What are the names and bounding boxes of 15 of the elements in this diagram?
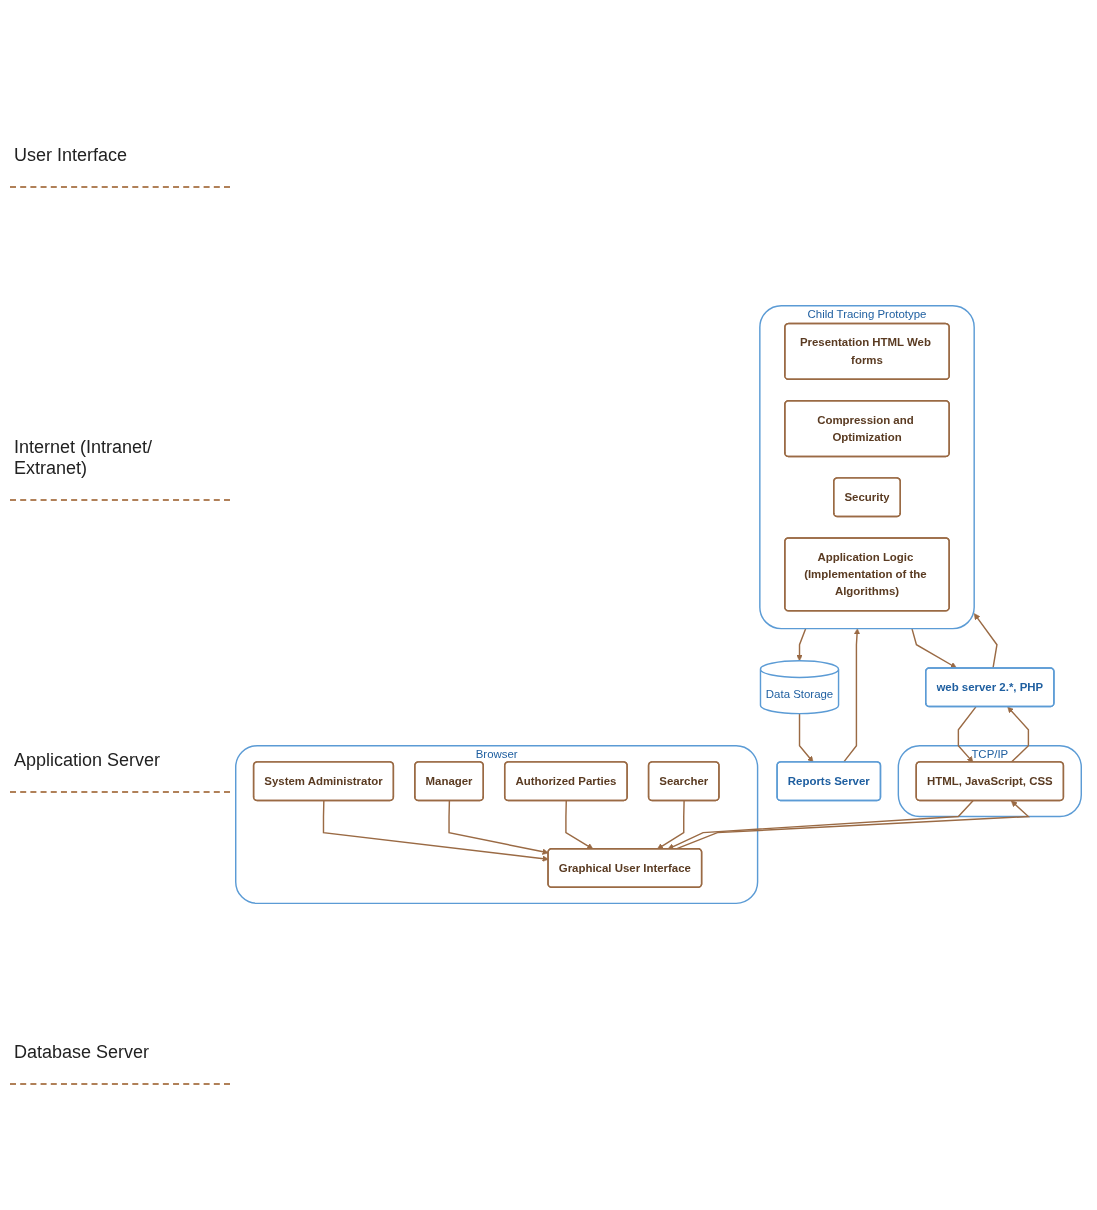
- lane-label: Database Server: [10, 1022, 230, 1086]
- arrow: [667, 800, 974, 850]
- lane-label: User Interface: [10, 124, 230, 188]
- arrow: [957, 706, 977, 763]
- arrow: [911, 628, 957, 669]
- arrow: [657, 800, 685, 850]
- arrow: [843, 628, 861, 764]
- lane-label: Application Server: [10, 730, 230, 794]
- arrow: [565, 800, 594, 850]
- arrow: [322, 800, 549, 863]
- arrow: [448, 800, 549, 856]
- arrow: [798, 713, 814, 763]
- lane-label: Internet (Intranet/ Extranet): [10, 416, 230, 501]
- arrow: [796, 628, 807, 662]
- arrow: [1007, 707, 1030, 764]
